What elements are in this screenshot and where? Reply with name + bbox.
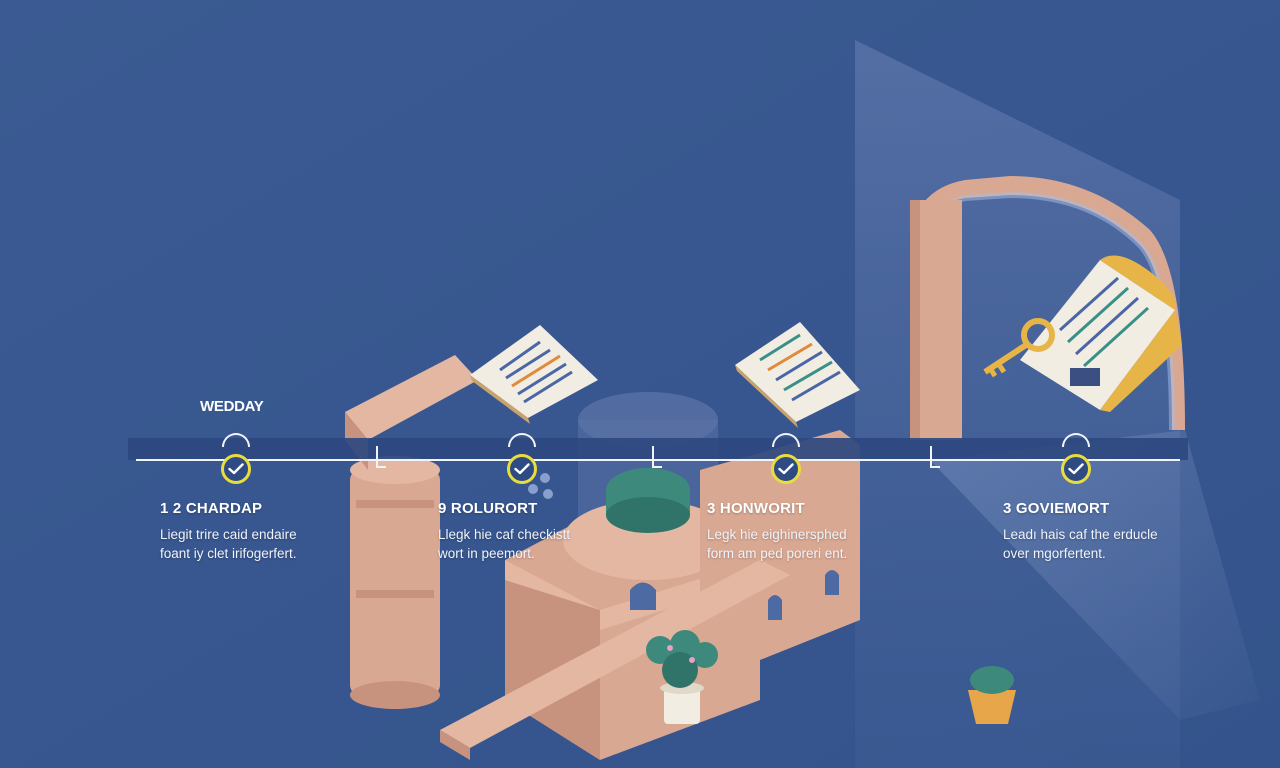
timeline-node[interactable] bbox=[1061, 454, 1091, 484]
node-cap bbox=[772, 433, 800, 447]
timeline-node[interactable] bbox=[507, 454, 537, 484]
step-description-line: Leadı hais caf the erducle bbox=[1003, 527, 1158, 542]
bridge bbox=[440, 560, 790, 748]
plant-pot-icon bbox=[646, 630, 718, 724]
timeline-top-label: WEDDAY bbox=[200, 398, 264, 415]
timeline-step: 9 ROLURORT Llegk hie caf checkistt wort … bbox=[438, 500, 658, 563]
step-title: 3 GOVIEMORT bbox=[1003, 500, 1110, 517]
node-cap bbox=[1062, 433, 1090, 447]
step-description-line: wort in peemort. bbox=[438, 546, 535, 561]
step-description: Llegk hie caf checkistt wort in peemort. bbox=[438, 525, 658, 563]
step-title: 1 2 CHARDAP bbox=[160, 500, 263, 517]
plant-pot-icon bbox=[968, 666, 1016, 724]
timeline-step: 3 GOVIEMORT Leadı hais caf the erducle o… bbox=[1003, 500, 1223, 563]
step-description-line: form am ped poreri ent. bbox=[707, 546, 848, 561]
timeline-line bbox=[136, 459, 1180, 461]
checkmark-icon bbox=[228, 463, 244, 475]
step-description-line: Legk hie eighinersphed bbox=[707, 527, 847, 542]
step-title: 3 HONWORIT bbox=[707, 500, 805, 517]
node-cap bbox=[222, 433, 250, 447]
checkmark-icon bbox=[1068, 463, 1084, 475]
step-description-line: Liegit trire caid endaire bbox=[160, 527, 297, 542]
document-checklist-icon bbox=[1020, 255, 1182, 412]
step-description: Liegit trire caid endaire foant iy clet … bbox=[160, 525, 380, 563]
step-description-line: Llegk hie caf checkistt bbox=[438, 527, 571, 542]
window-light bbox=[930, 430, 1260, 720]
document-checklist-icon bbox=[735, 322, 860, 428]
step-description: Leadı hais caf the erducle over mgorfert… bbox=[1003, 525, 1223, 563]
timeline-tick bbox=[652, 446, 662, 468]
timeline-tick bbox=[376, 446, 386, 468]
step-description-line: foant iy clet irifogerfert. bbox=[160, 546, 297, 561]
timeline-band bbox=[128, 438, 1188, 460]
document-checklist-icon bbox=[470, 325, 598, 424]
timeline-step: 3 HONWORIT Legk hie eighinersphed form a… bbox=[707, 500, 927, 563]
step-description-line: over mgorfertent. bbox=[1003, 546, 1106, 561]
beam bbox=[345, 355, 478, 440]
node-cap bbox=[508, 433, 536, 447]
key-icon bbox=[983, 318, 1055, 378]
timeline-node[interactable] bbox=[771, 454, 801, 484]
timeline-node[interactable] bbox=[221, 454, 251, 484]
column bbox=[350, 470, 440, 695]
step-description: Legk hie eighinersphed form am ped porer… bbox=[707, 525, 927, 563]
timeline-step: 1 2 CHARDAP Liegit trire caid endaire fo… bbox=[160, 500, 380, 563]
timeline-tick bbox=[930, 446, 940, 468]
checkmark-icon bbox=[514, 463, 530, 475]
step-title: 9 ROLURORT bbox=[438, 500, 538, 517]
checkmark-icon bbox=[778, 463, 794, 475]
